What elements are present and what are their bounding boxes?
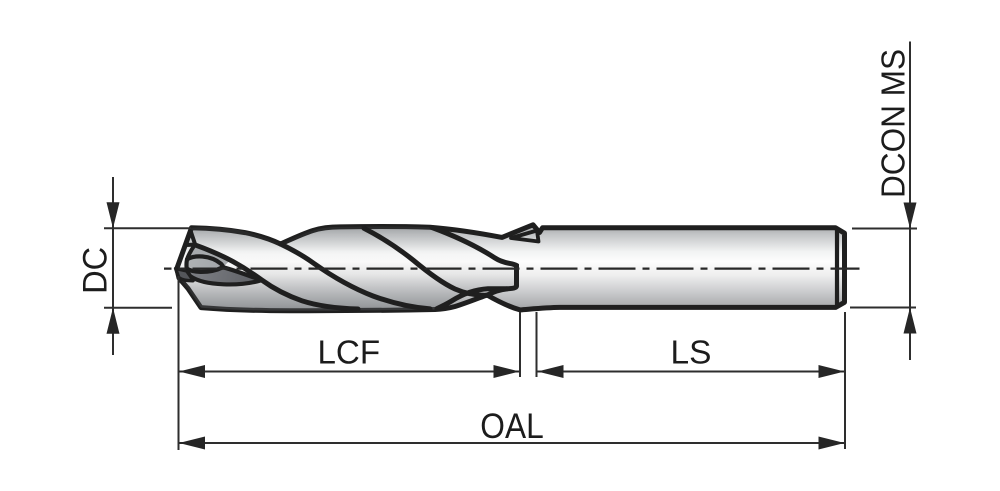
svg-text:OAL: OAL	[480, 407, 543, 446]
svg-text:LCF: LCF	[318, 334, 381, 371]
svg-text:DC: DC	[77, 247, 115, 294]
svg-text:DCON MS: DCON MS	[876, 49, 913, 198]
svg-text:LS: LS	[671, 334, 712, 371]
